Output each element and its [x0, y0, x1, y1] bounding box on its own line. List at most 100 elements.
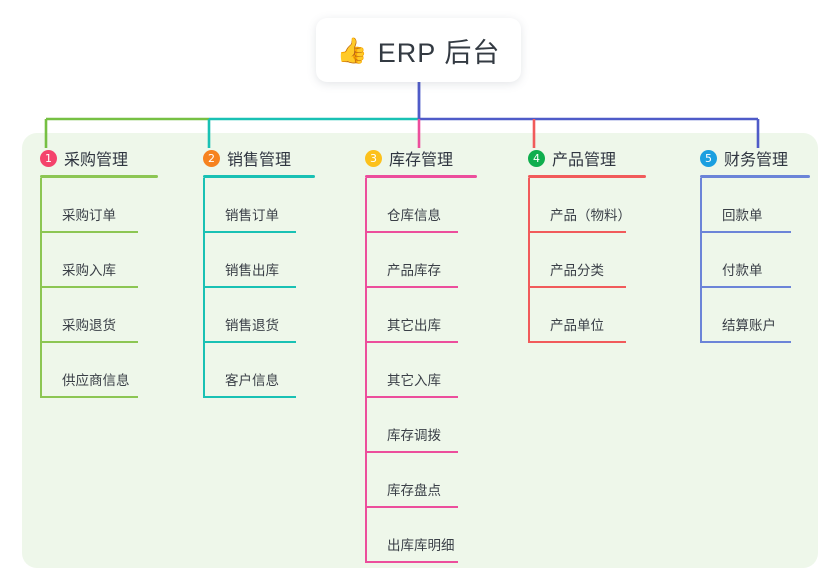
list-item-rule [700, 231, 791, 233]
column-number-badge: 1 [40, 149, 57, 167]
list-item[interactable]: 仓库信息 [365, 178, 477, 233]
column-spine [528, 178, 530, 343]
list-item[interactable]: 产品（物料） [528, 178, 646, 233]
column-items: 销售订单销售出库销售退货客户信息 [203, 178, 315, 398]
column-4[interactable]: 4 产品管理产品（物料） 产品分类产品单位 [528, 146, 646, 343]
list-item-rule [365, 561, 458, 563]
column-items: 产品（物料） 产品分类产品单位 [528, 178, 646, 343]
diagram-panel [22, 133, 818, 568]
list-item[interactable]: 其它出库 [365, 288, 477, 343]
column-title: 财务管理 [724, 152, 789, 169]
column-header-5[interactable]: 5 财务管理 [700, 146, 810, 170]
list-item-label: 仓库信息 [387, 208, 441, 223]
column-spine [365, 178, 367, 563]
column-number-badge: 3 [365, 149, 382, 167]
list-item-label: 库存调拨 [387, 428, 441, 443]
list-item-rule [40, 286, 138, 288]
list-item[interactable]: 产品分类 [528, 233, 646, 288]
list-item-label: 销售订单 [225, 208, 279, 223]
list-item[interactable]: 客户信息 [203, 343, 315, 398]
column-header-3[interactable]: 3 库存管理 [365, 146, 477, 170]
list-item-label: 产品库存 [387, 263, 441, 278]
column-spine [40, 178, 42, 398]
list-item-rule [528, 341, 626, 343]
column-number-badge: 5 [700, 149, 717, 167]
list-item-rule [365, 506, 458, 508]
list-item[interactable]: 出库库明细 [365, 508, 477, 563]
column-spine [203, 178, 205, 398]
list-item[interactable]: 库存盘点 [365, 453, 477, 508]
list-item-rule [528, 231, 626, 233]
list-item-label: 产品单位 [550, 318, 604, 333]
list-item-label: 付款单 [722, 263, 763, 278]
list-item-rule [528, 286, 626, 288]
list-item-rule [365, 396, 458, 398]
list-item[interactable]: 销售出库 [203, 233, 315, 288]
column-items: 回款单付款单结算账户 [700, 178, 810, 343]
list-item-label: 其它入库 [387, 373, 441, 388]
list-item[interactable]: 结算账户 [700, 288, 810, 343]
list-item-label: 结算账户 [722, 318, 776, 333]
list-item-label: 供应商信息 [62, 373, 130, 388]
list-item-label: 回款单 [722, 208, 763, 223]
list-item-rule [40, 341, 138, 343]
column-title: 库存管理 [389, 152, 454, 169]
list-item[interactable]: 回款单 [700, 178, 810, 233]
column-header-rule [700, 175, 810, 178]
list-item-label: 客户信息 [225, 373, 279, 388]
root-title-card: 👍 ERP 后台 [316, 18, 521, 82]
column-title: 产品管理 [552, 152, 617, 169]
column-header-rule [40, 175, 158, 178]
list-item-label: 库存盘点 [387, 483, 441, 498]
list-item-rule [203, 286, 296, 288]
list-item-rule [365, 231, 458, 233]
list-item-rule [365, 341, 458, 343]
list-item-label: 产品（物料） [550, 208, 631, 223]
list-item-label: 采购入库 [62, 263, 116, 278]
list-item-rule [40, 231, 138, 233]
list-item[interactable]: 产品单位 [528, 288, 646, 343]
column-5[interactable]: 5 财务管理回款单付款单结算账户 [700, 146, 810, 343]
list-item-label: 销售退货 [225, 318, 279, 333]
list-item[interactable]: 采购退货 [40, 288, 158, 343]
list-item[interactable]: 产品库存 [365, 233, 477, 288]
list-item-label: 采购订单 [62, 208, 116, 223]
list-item[interactable]: 库存调拨 [365, 398, 477, 453]
column-number-badge: 4 [528, 149, 545, 167]
list-item-rule [700, 341, 791, 343]
list-item[interactable]: 付款单 [700, 233, 810, 288]
list-item[interactable]: 其它入库 [365, 343, 477, 398]
column-header-rule [203, 175, 315, 178]
page-title: ERP 后台 [377, 37, 501, 68]
list-item[interactable]: 销售订单 [203, 178, 315, 233]
list-item-label: 产品分类 [550, 263, 604, 278]
list-item-rule [203, 231, 296, 233]
thumbs-up-icon: 👍 [336, 35, 368, 65]
list-item-rule [40, 396, 138, 398]
column-items: 仓库信息产品库存其它出库其它入库库存调拨库存盘点出库库明细 [365, 178, 477, 563]
list-item-rule [203, 396, 296, 398]
column-header-rule [528, 175, 646, 178]
column-items: 采购订单采购入库采购退货供应商信息 [40, 178, 158, 398]
list-item[interactable]: 采购订单 [40, 178, 158, 233]
list-item-rule [365, 451, 458, 453]
list-item-label: 其它出库 [387, 318, 441, 333]
list-item[interactable]: 供应商信息 [40, 343, 158, 398]
list-item-rule [700, 286, 791, 288]
column-3[interactable]: 3 库存管理仓库信息产品库存其它出库其它入库库存调拨库存盘点出库库明细 [365, 146, 477, 563]
list-item-label: 采购退货 [62, 318, 116, 333]
list-item[interactable]: 采购入库 [40, 233, 158, 288]
column-header-4[interactable]: 4 产品管理 [528, 146, 646, 170]
list-item-label: 出库库明细 [387, 538, 455, 553]
column-title: 销售管理 [227, 152, 292, 169]
list-item-label: 销售出库 [225, 263, 279, 278]
list-item-rule [365, 286, 458, 288]
list-item-rule [203, 341, 296, 343]
column-spine [700, 178, 702, 343]
list-item[interactable]: 销售退货 [203, 288, 315, 343]
